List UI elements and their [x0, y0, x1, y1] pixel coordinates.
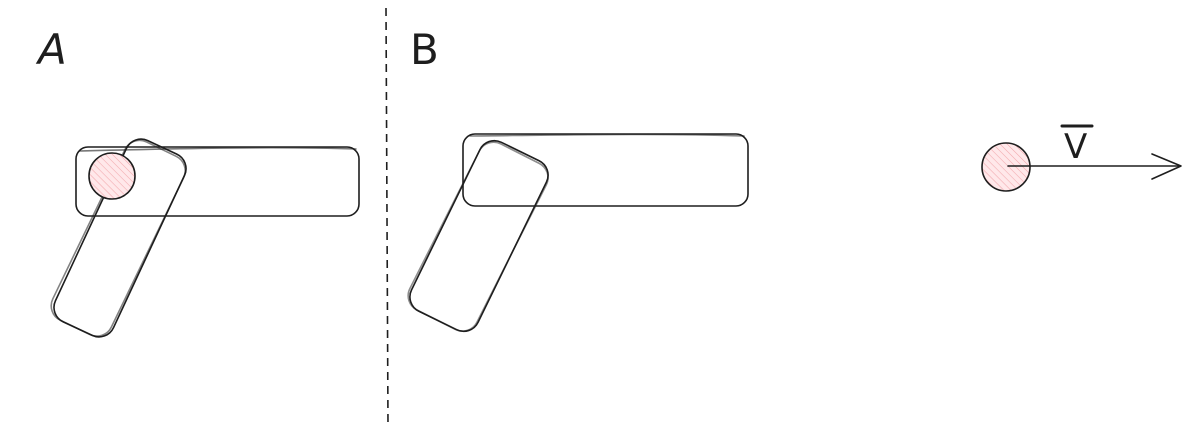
velocity-label: V — [1060, 124, 1094, 167]
panel-b-horizontal-link — [462, 133, 749, 207]
moving-particle — [981, 142, 1031, 192]
panel-b-label: B — [410, 25, 439, 74]
panel-a-horizontal-link — [75, 146, 360, 217]
panel-a-label: A — [35, 25, 67, 74]
panel-b-linkage — [407, 133, 749, 333]
velocity-label-text: V — [1064, 127, 1087, 167]
panel-a-joint-pin — [88, 152, 136, 200]
panel-a-linkage — [50, 138, 360, 338]
panel-a-tilted-link — [50, 138, 187, 338]
velocity-arrow — [1007, 153, 1182, 180]
panel-b-tilted-link — [407, 139, 549, 333]
velocity-indicator: V — [981, 124, 1182, 192]
panel-divider — [385, 7, 389, 427]
